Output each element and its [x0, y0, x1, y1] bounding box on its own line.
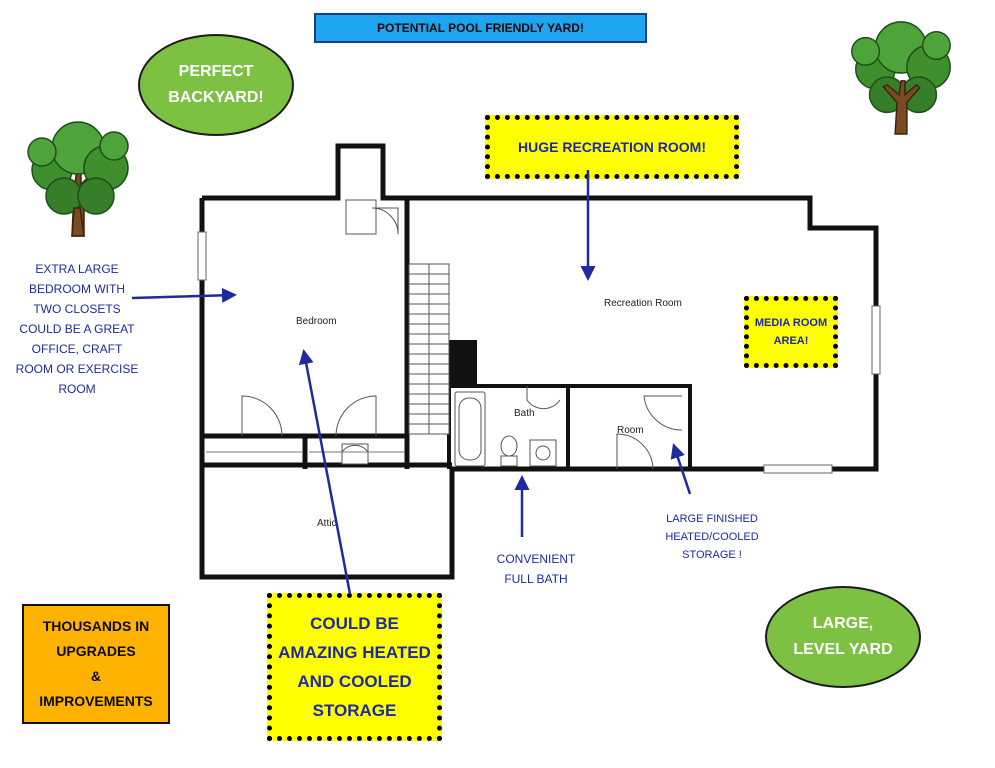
upgrades-callout: THOUSANDS IN UPGRADES & IMPROVEMENTS: [22, 604, 170, 724]
stairs: [408, 263, 450, 435]
media-room-callout: MEDIA ROOM AREA!: [744, 296, 838, 368]
storage-arrow: [298, 349, 352, 595]
large-yard-callout: LARGE, LEVEL YARD: [765, 586, 921, 688]
bedroom-arrow: [131, 287, 237, 303]
recreation-room-label: Recreation Room: [604, 298, 682, 309]
tree-left-icon: [27, 121, 129, 237]
extra-bedroom-note: EXTRA LARGE BEDROOM WITH TWO CLOSETS COU…: [15, 262, 139, 396]
rec-room-window: [871, 305, 881, 375]
bath-label: Bath: [514, 408, 535, 419]
finished-storage-note: LARGE FINISHED HEATED/COOLED STORAGE !: [665, 513, 759, 561]
tree-right-icon: [851, 21, 951, 135]
convenient-bath-note: CONVENIENT FULL BATH: [496, 552, 576, 586]
perfect-backyard-callout: PERFECT BACKYARD!: [138, 34, 294, 136]
huge-rec-room-callout: HUGE RECREATION ROOM!: [485, 115, 739, 179]
amazing-storage-callout: COULD BE AMAZING HEATED AND COOLED STORA…: [267, 593, 442, 741]
room-label: Room: [617, 425, 644, 436]
bath-fixtures: [454, 391, 557, 467]
outer-wall: [199, 143, 879, 580]
structural-column: [449, 340, 477, 386]
attic-label: Attic: [317, 518, 337, 529]
rear-window: [763, 464, 833, 474]
bedroom-label: Bedroom: [296, 316, 337, 327]
finished-storage-arrow: [670, 443, 692, 495]
bedroom-window: [197, 231, 207, 281]
pool-banner: POTENTIAL POOL FRIENDLY YARD!: [314, 13, 647, 43]
